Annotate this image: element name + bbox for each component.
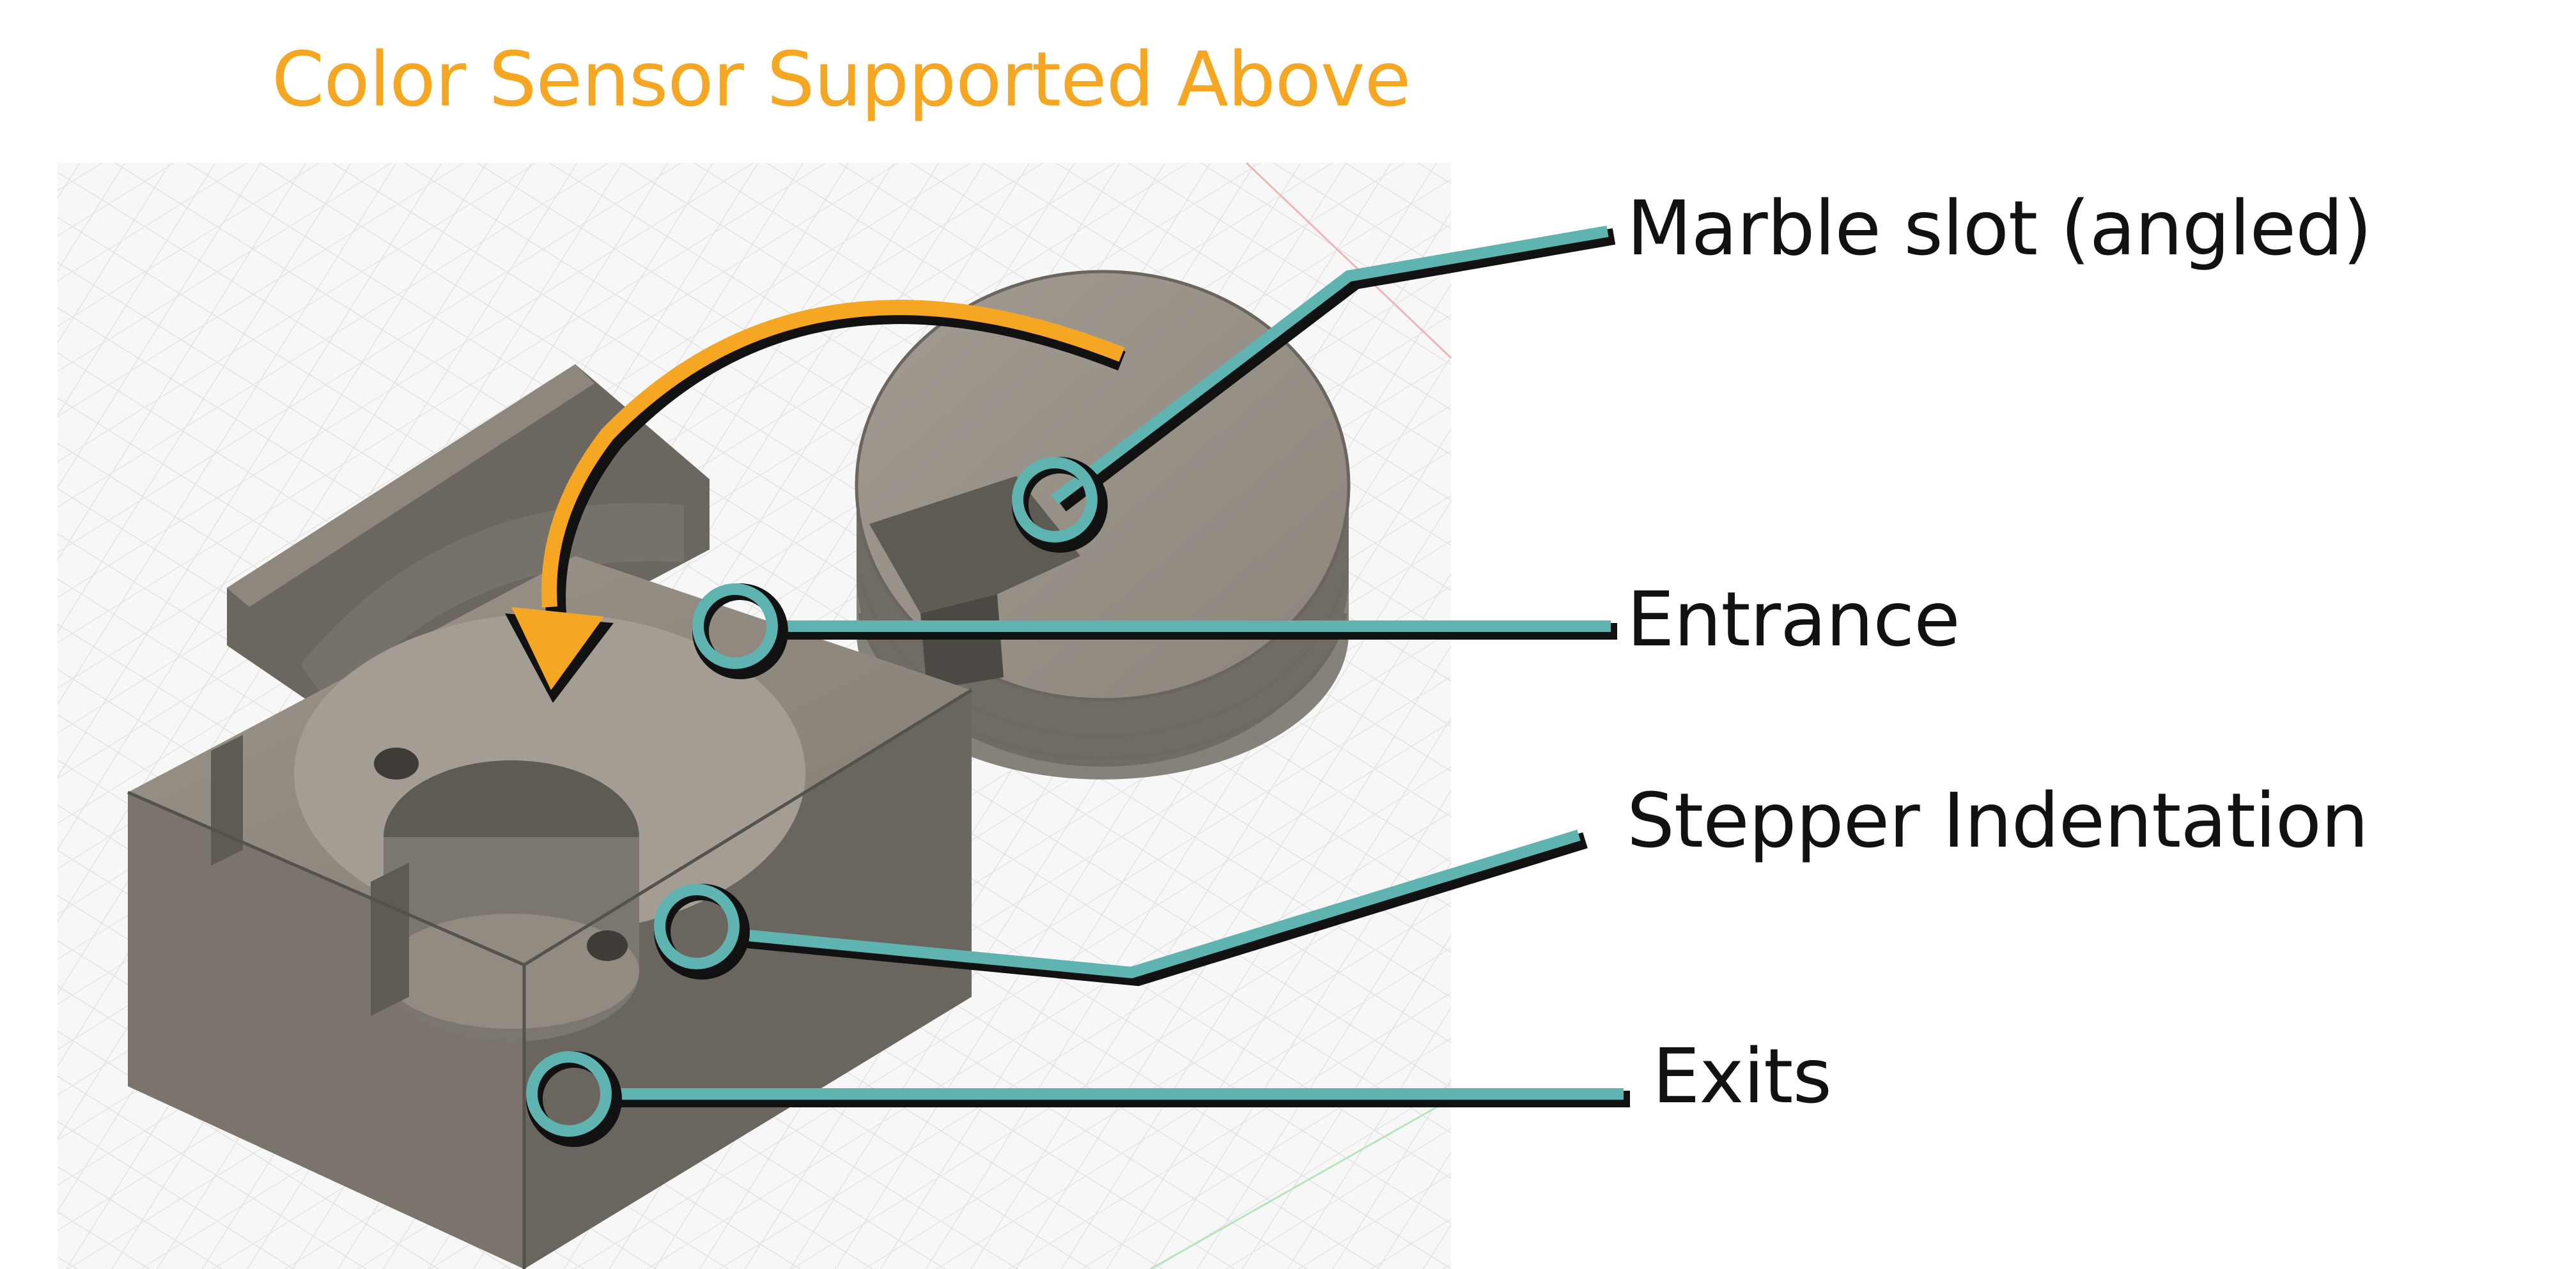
rotation-arrow [505,300,1126,703]
callout-marble-slot-leader [1012,226,1616,553]
callout-stepper-leader [654,829,1588,987]
callout-exits-label: Exits [1652,1032,1832,1120]
diagram-title: Color Sensor Supported Above [272,35,1411,123]
callout-entrance-leader [692,583,1617,679]
callout-exits-leader [526,1051,1630,1147]
callout-leaders [526,226,1630,1147]
callout-stepper-indentation-label: Stepper Indentation [1627,776,2369,865]
callout-entrance-label: Entrance [1627,575,1960,663]
callout-marble-slot-label: Marble slot (angled) [1627,184,2372,272]
